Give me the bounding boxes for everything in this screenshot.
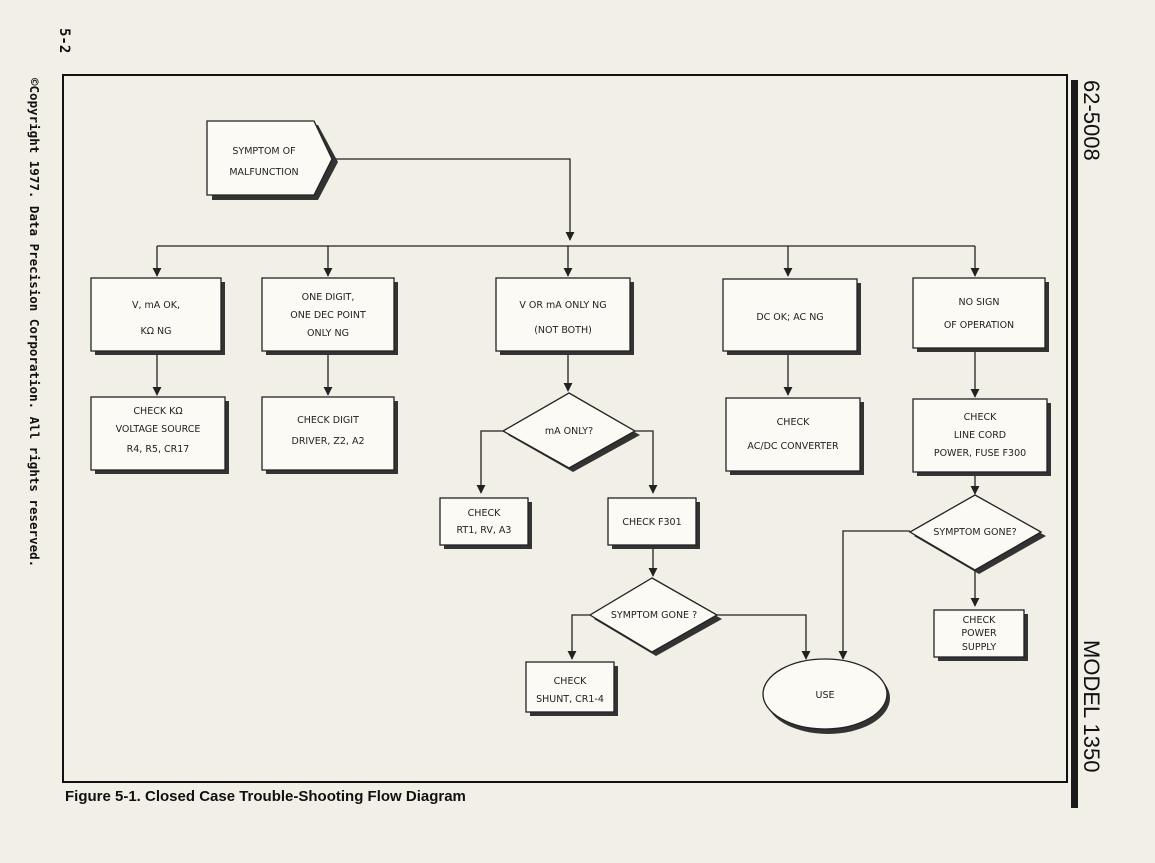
- svg-text:CHECK KΩ: CHECK KΩ: [133, 406, 182, 417]
- svg-text:62-5008: 62-5008: [1079, 80, 1104, 161]
- check-box-kohm-source: CHECK KΩ VOLTAGE SOURCE R4, R5, CR17: [90, 396, 229, 474]
- svg-text:5-2: 5-2: [56, 28, 72, 53]
- svg-text:CHECK F301: CHECK F301: [622, 517, 681, 528]
- svg-text:USE: USE: [816, 690, 835, 701]
- svg-text:CHECK: CHECK: [777, 417, 810, 428]
- check-box-shunt: CHECK SHUNT, CR1-4: [525, 661, 618, 716]
- svg-text:VOLTAGE SOURCE: VOLTAGE SOURCE: [116, 424, 201, 435]
- symptom-box-kohm-ng: V, mA OK, KΩ NG: [90, 277, 225, 355]
- svg-text:RT1, RV, A3: RT1, RV, A3: [457, 525, 512, 536]
- svg-text:POWER: POWER: [961, 628, 997, 639]
- svg-text:AC/DC CONVERTER: AC/DC CONVERTER: [747, 441, 839, 452]
- check-box-line-cord: CHECK LINE CORD POWER, FUSE F300: [912, 398, 1051, 476]
- svg-text:ONE DEC POINT: ONE DEC POINT: [290, 310, 366, 321]
- svg-text:SYMPTOM GONE ?: SYMPTOM GONE ?: [611, 610, 697, 621]
- decision-ma-only: mA ONLY?: [501, 392, 640, 472]
- start-node: SYMPTOM OF MALFUNCTION: [206, 120, 338, 200]
- svg-text:SUPPLY: SUPPLY: [962, 642, 996, 653]
- svg-text:ONE DIGIT,: ONE DIGIT,: [302, 292, 355, 303]
- svg-text:CHECK: CHECK: [963, 615, 996, 626]
- decision-symptom-gone-right: SYMPTOM GONE?: [908, 494, 1046, 574]
- svg-text:CHECK: CHECK: [554, 676, 587, 687]
- svg-text:OF OPERATION: OF OPERATION: [944, 320, 1014, 331]
- diagram-frame: [62, 74, 1068, 783]
- svg-text:CHECK: CHECK: [964, 412, 997, 423]
- svg-text:CHECK DIGIT: CHECK DIGIT: [297, 415, 359, 426]
- svg-text:©Copyright 1977. Data Precisio: ©Copyright 1977. Data Precision Corporat…: [27, 78, 42, 567]
- check-box-rt1: CHECK RT1, RV, A3: [439, 497, 532, 549]
- use-terminal: USE: [762, 658, 890, 734]
- svg-text:CHECK: CHECK: [468, 508, 501, 519]
- document-number: 62-5008: [1079, 80, 1104, 161]
- svg-text:ONLY NG: ONLY NG: [307, 328, 349, 339]
- symptom-box-v-or-ma: V OR mA ONLY NG (NOT BOTH): [495, 277, 634, 355]
- check-box-f301: CHECK F301: [607, 497, 700, 549]
- svg-text:KΩ NG: KΩ NG: [141, 326, 172, 337]
- svg-text:MALFUNCTION: MALFUNCTION: [229, 167, 298, 178]
- connectors: [152, 158, 980, 660]
- check-box-power-supply: CHECK POWER SUPPLY: [933, 609, 1028, 661]
- model-label: MODEL 1350: [1079, 640, 1104, 772]
- svg-text:SHUNT, CR1-4: SHUNT, CR1-4: [536, 694, 604, 705]
- svg-text:NO SIGN: NO SIGN: [959, 297, 1000, 308]
- check-box-digit-driver: CHECK DIGIT DRIVER, Z2, A2: [261, 396, 398, 474]
- svg-text:POWER, FUSE F300: POWER, FUSE F300: [934, 448, 1026, 459]
- svg-text:DC OK; AC NG: DC OK; AC NG: [756, 312, 823, 323]
- symptom-box-one-digit: ONE DIGIT, ONE DEC POINT ONLY NG: [261, 277, 398, 355]
- symptom-box-no-operation: NO SIGN OF OPERATION: [912, 277, 1049, 352]
- svg-text:mA ONLY?: mA ONLY?: [545, 426, 593, 437]
- figure-caption: Figure 5-1. Closed Case Trouble-Shooting…: [65, 788, 466, 805]
- copyright-notice: ©Copyright 1977. Data Precision Corporat…: [27, 78, 42, 567]
- check-box-ac-dc-converter: CHECK AC/DC CONVERTER: [725, 397, 864, 475]
- svg-text:V, mA OK,: V, mA OK,: [132, 300, 180, 311]
- page-number: 5-2: [56, 28, 72, 53]
- decision-symptom-gone-center: SYMPTOM GONE ?: [588, 577, 722, 656]
- svg-text:SYMPTOM GONE?: SYMPTOM GONE?: [933, 527, 1016, 538]
- svg-text:R4, R5, CR17: R4, R5, CR17: [127, 444, 190, 455]
- svg-text:V OR mA ONLY NG: V OR mA ONLY NG: [519, 300, 606, 311]
- svg-text:LINE CORD: LINE CORD: [954, 430, 1006, 441]
- symptom-box-ac-ng: DC OK; AC NG: [722, 278, 861, 355]
- svg-text:MODEL 1350: MODEL 1350: [1079, 640, 1104, 772]
- svg-text:DRIVER, Z2, A2: DRIVER, Z2, A2: [292, 436, 365, 447]
- svg-text:SYMPTOM OF: SYMPTOM OF: [232, 146, 295, 157]
- right-margin-bar: [1071, 80, 1078, 808]
- svg-text:(NOT BOTH): (NOT BOTH): [534, 325, 592, 336]
